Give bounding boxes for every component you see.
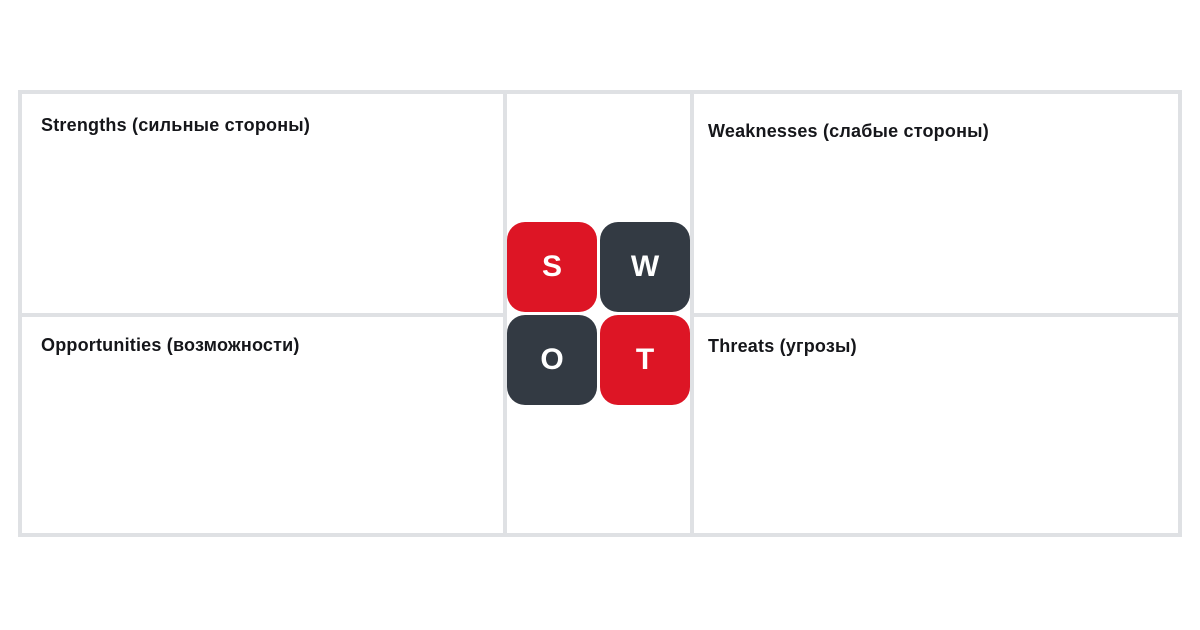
swot-tiles: S W O T — [507, 222, 690, 405]
tile-strengths: S — [507, 222, 597, 312]
tile-opportunities: O — [507, 315, 597, 405]
quadrant-opportunities-label: Opportunities (возможности) — [41, 335, 300, 355]
quadrant-strengths[interactable]: Strengths (сильные стороны) — [22, 94, 503, 313]
swot-grid: Strengths (сильные стороны) S W O T Weak… — [18, 90, 1182, 537]
quadrant-threats[interactable]: Threats (угрозы) — [694, 317, 1178, 533]
quadrant-weaknesses[interactable]: Weaknesses (слабые стороны) — [694, 94, 1178, 313]
tile-threats: T — [600, 315, 690, 405]
quadrant-opportunities[interactable]: Opportunities (возможности) — [22, 317, 503, 533]
center-column: S W O T — [507, 94, 690, 533]
quadrant-strengths-label: Strengths (сильные стороны) — [41, 115, 311, 135]
quadrant-weaknesses-label: Weaknesses (слабые стороны) — [708, 121, 989, 141]
tile-weaknesses: W — [600, 222, 690, 312]
quadrant-threats-label: Threats (угрозы) — [708, 336, 857, 356]
